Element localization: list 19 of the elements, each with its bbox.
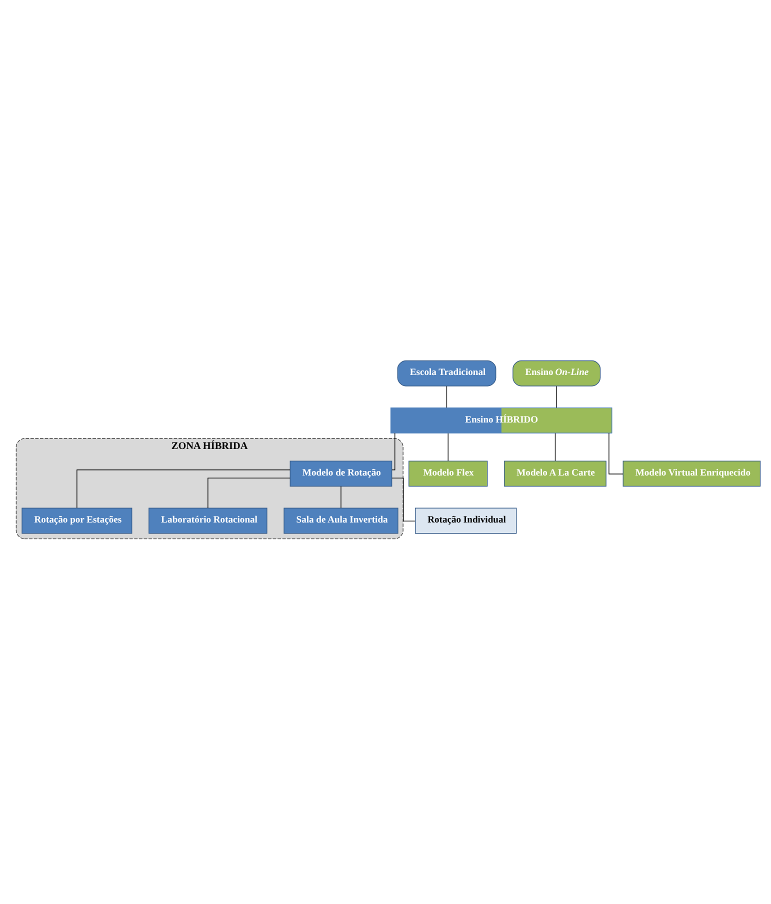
node-box: Modelo A La Carte (504, 460, 606, 486)
node-box: Modelo de Rotação (290, 460, 392, 486)
node-box: Rotação Individual (415, 507, 517, 534)
connector (76, 469, 290, 508)
node-box: Modelo Flex (408, 460, 488, 486)
connector (392, 477, 416, 521)
connector (392, 432, 396, 470)
node-box: Laboratório Rotacional (148, 507, 268, 534)
connector (554, 432, 556, 461)
connector (446, 385, 448, 408)
connector (340, 486, 342, 508)
node-box: Ensino On-Line (512, 360, 601, 386)
connector (208, 477, 290, 508)
node-box: Rotação por Estações (22, 507, 132, 534)
connector (608, 432, 624, 474)
node-box: Sala de Aula Invertida (284, 507, 398, 534)
node-box: Modelo Virtual Enriquecido (622, 460, 761, 486)
node-box: Escola Tradicional (397, 360, 496, 386)
connector (556, 385, 557, 408)
